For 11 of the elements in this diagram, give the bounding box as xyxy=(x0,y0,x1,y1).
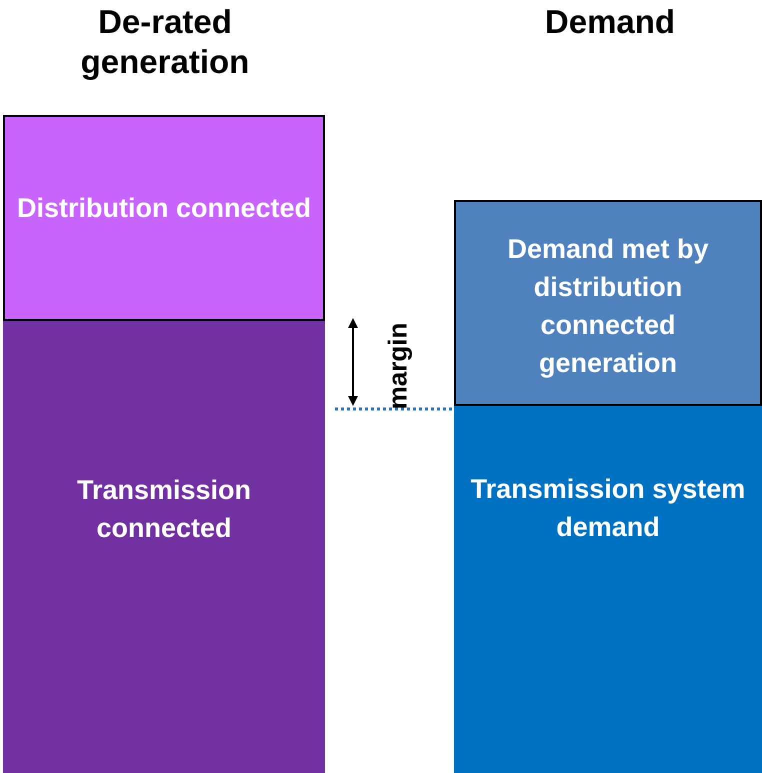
column-heading: De-rated generation xyxy=(80,2,250,82)
block-label: Demand met by distribution connected generation xyxy=(506,233,710,380)
stacked-bar-block xyxy=(454,200,762,406)
block-label: Transmission system demand xyxy=(470,473,746,544)
stacked-bar-block xyxy=(454,406,762,773)
column-heading: Demand xyxy=(544,2,676,42)
margin-label: margin xyxy=(384,322,410,410)
block-label: Transmission connected xyxy=(76,474,252,545)
stacked-bar-block xyxy=(3,115,325,321)
stacked-bar-block xyxy=(3,321,325,773)
block-label: Distribution connected xyxy=(16,192,312,225)
